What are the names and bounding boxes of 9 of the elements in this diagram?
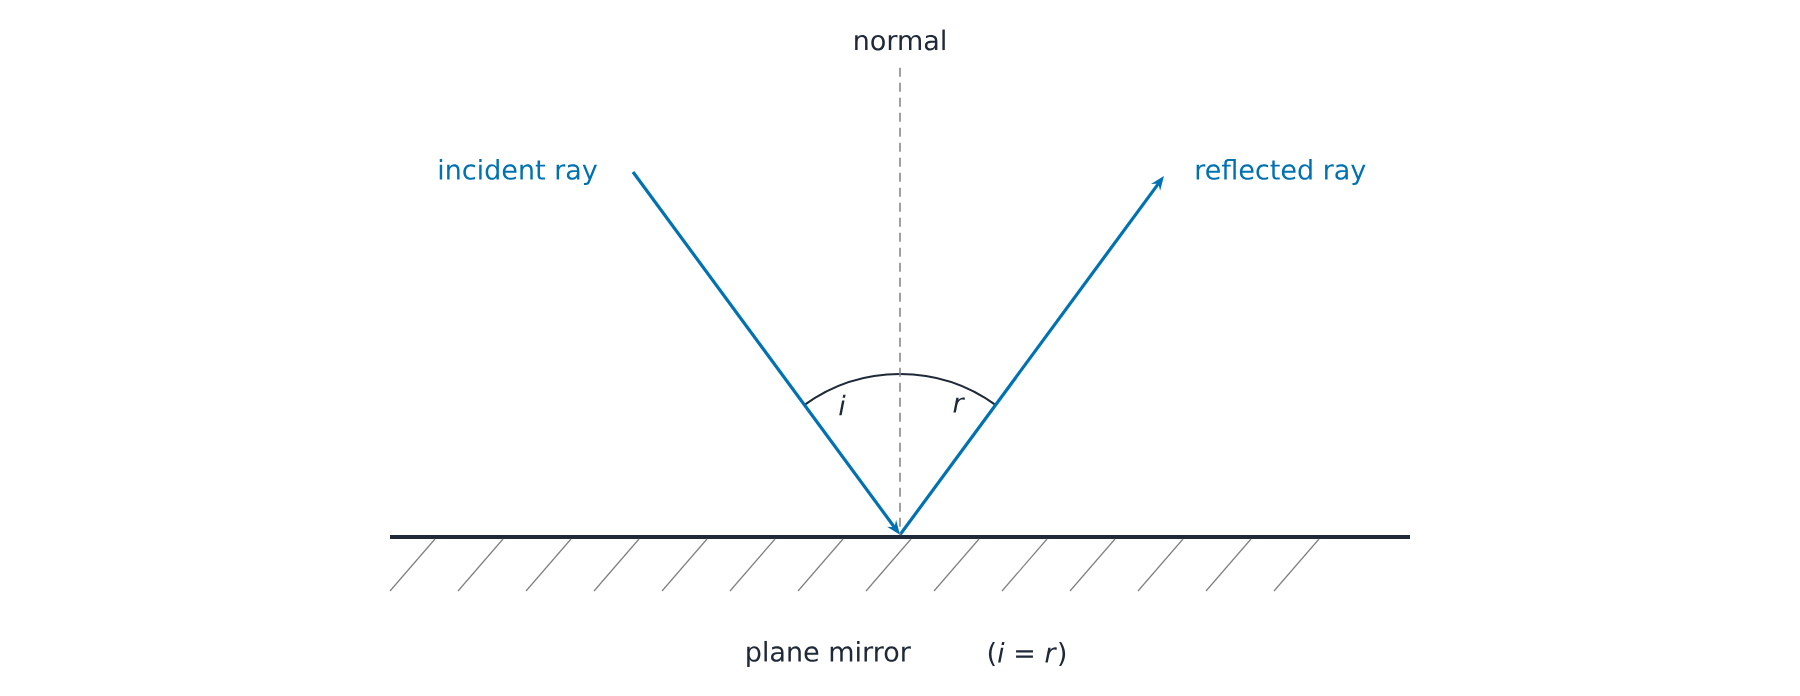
ray-label: reflected ray: [1196, 158, 1366, 186]
ray-label: normal: [855, 29, 945, 51]
normal-line: [899, 66, 901, 536]
angle-label: i: [839, 394, 846, 416]
math-label: (i = r): [988, 641, 1066, 667]
mirror-drawing: [389, 535, 1410, 592]
mirror-label: plane mirror: [747, 640, 911, 668]
ray-label: incident ray: [439, 158, 597, 186]
angle-label: r: [953, 397, 965, 413]
